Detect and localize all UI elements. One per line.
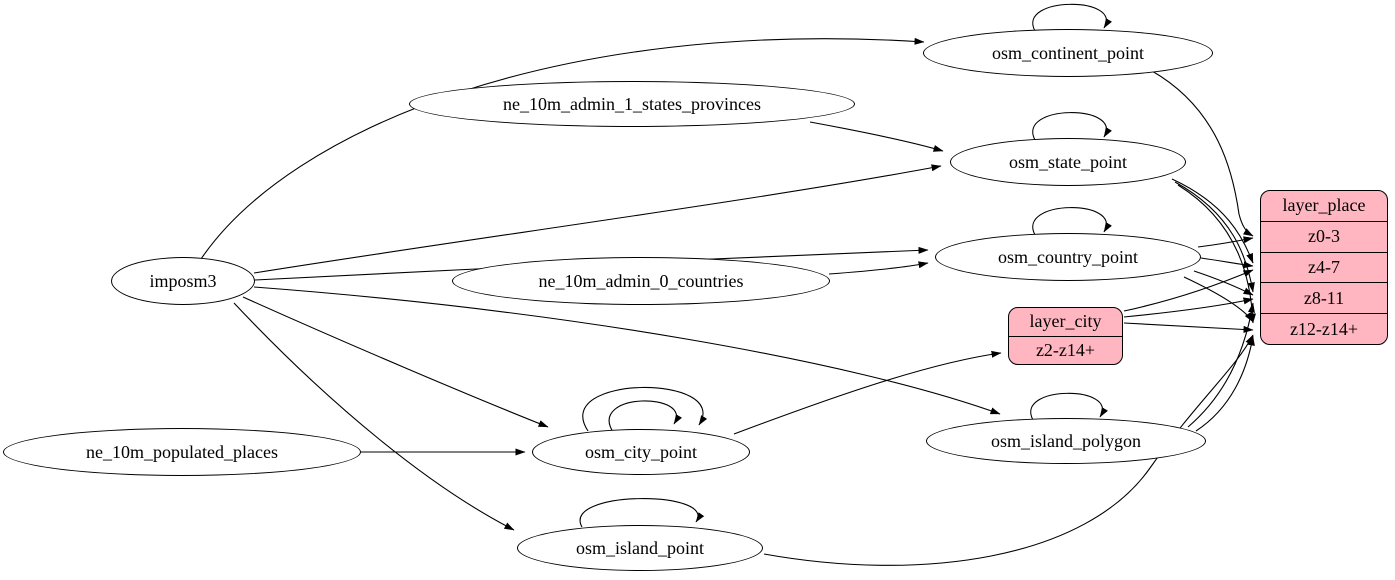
edge-osm_country_point-layer_place-z4-7 — [1200, 257, 1254, 269]
edge-osm_continent_point-layer_place-z0-3 — [1151, 70, 1254, 237]
node-osm_island_polygon: osm_island_polygon — [926, 418, 1206, 464]
node-osm_city_point: osm_city_point — [532, 429, 750, 475]
edge-osm_island_polygon-layer_place-z12 — [1195, 335, 1255, 432]
node-imposm3: imposm3 — [111, 257, 255, 305]
edge-imposm3-osm_island_point — [233, 302, 515, 531]
layer_city-title: layer_city — [1029, 311, 1102, 332]
edge-osm_country_point-layer_place-z8-11 — [1193, 270, 1254, 296]
edge-ne_10m_admin_1_states_provinces-osm_state_point — [809, 121, 944, 152]
edge-osm_city_point-layer_city-z2 — [733, 350, 1002, 435]
selfloop-osm_country_point — [1032, 207, 1112, 236]
node-osm_island_point: osm_island_point — [517, 525, 763, 571]
node-osm_state_point: osm_state_point — [950, 138, 1186, 186]
node-ne_10m_admin_1_states_provinces: ne_10m_admin_1_states_provinces — [409, 81, 855, 127]
edge-layer_city-layer_place-z12 — [1123, 322, 1254, 333]
edge-osm_island_point-layer_place-z12 — [763, 334, 1254, 566]
selfloop-osm_city_point-inner — [609, 400, 682, 433]
node-ne_10m_admin_0_countries: ne_10m_admin_0_countries — [452, 257, 830, 305]
node-layer_place: layer_place z0-3 z4-7 z8-11 z12-z14+ — [1260, 190, 1388, 345]
edge-layer_city-layer_place-z8-11 — [1123, 297, 1254, 318]
layer_place-row-z4-7: z4-7 — [1261, 251, 1387, 283]
selfloop-osm_city_point-outer — [582, 386, 708, 432]
edge-ne_10m_admin_0_countries-osm_country_point — [828, 261, 929, 275]
edge-osm_state_point-layer_place-z4-7 — [1171, 178, 1254, 264]
selfloop-osm_continent_point — [1032, 3, 1112, 32]
edge-osm_island_polygon-layer_place-z8-11 — [1187, 302, 1255, 428]
layer_place-row-z8-11: z8-11 — [1261, 282, 1387, 313]
layer_city-row-z2-z14: z2-z14+ — [1009, 335, 1122, 365]
selfloop-osm_island_point — [579, 498, 705, 528]
edge-imposm3-osm_state_point — [253, 164, 942, 274]
edge-osm_state_point-layer_place-z8-11 — [1174, 181, 1255, 293]
edge-layer_city-layer_place-z4-7 — [1123, 269, 1254, 312]
layer_place-row-z12-z14: z12-z14+ — [1261, 313, 1387, 344]
selfloop-osm_state_point — [1032, 112, 1112, 141]
node-ne_10m_populated_places: ne_10m_populated_places — [3, 428, 361, 476]
edge-imposm3-osm_island_polygon — [253, 286, 1001, 415]
node-osm_country_point: osm_country_point — [935, 233, 1201, 281]
layer_place-title: layer_place — [1282, 195, 1366, 216]
selfloop-osm_island_polygon — [1030, 392, 1108, 421]
node-osm_continent_point: osm_continent_point — [923, 29, 1213, 77]
edge-osm_country_point-layer_place-z12 — [1183, 276, 1254, 323]
layer_place-row-z0-3: z0-3 — [1261, 220, 1387, 252]
edge-imposm3-osm_city_point — [242, 296, 549, 428]
node-layer_city: layer_city z2-z14+ — [1008, 307, 1123, 365]
edge-osm_country_point-layer_place-z0-3 — [1197, 236, 1254, 248]
